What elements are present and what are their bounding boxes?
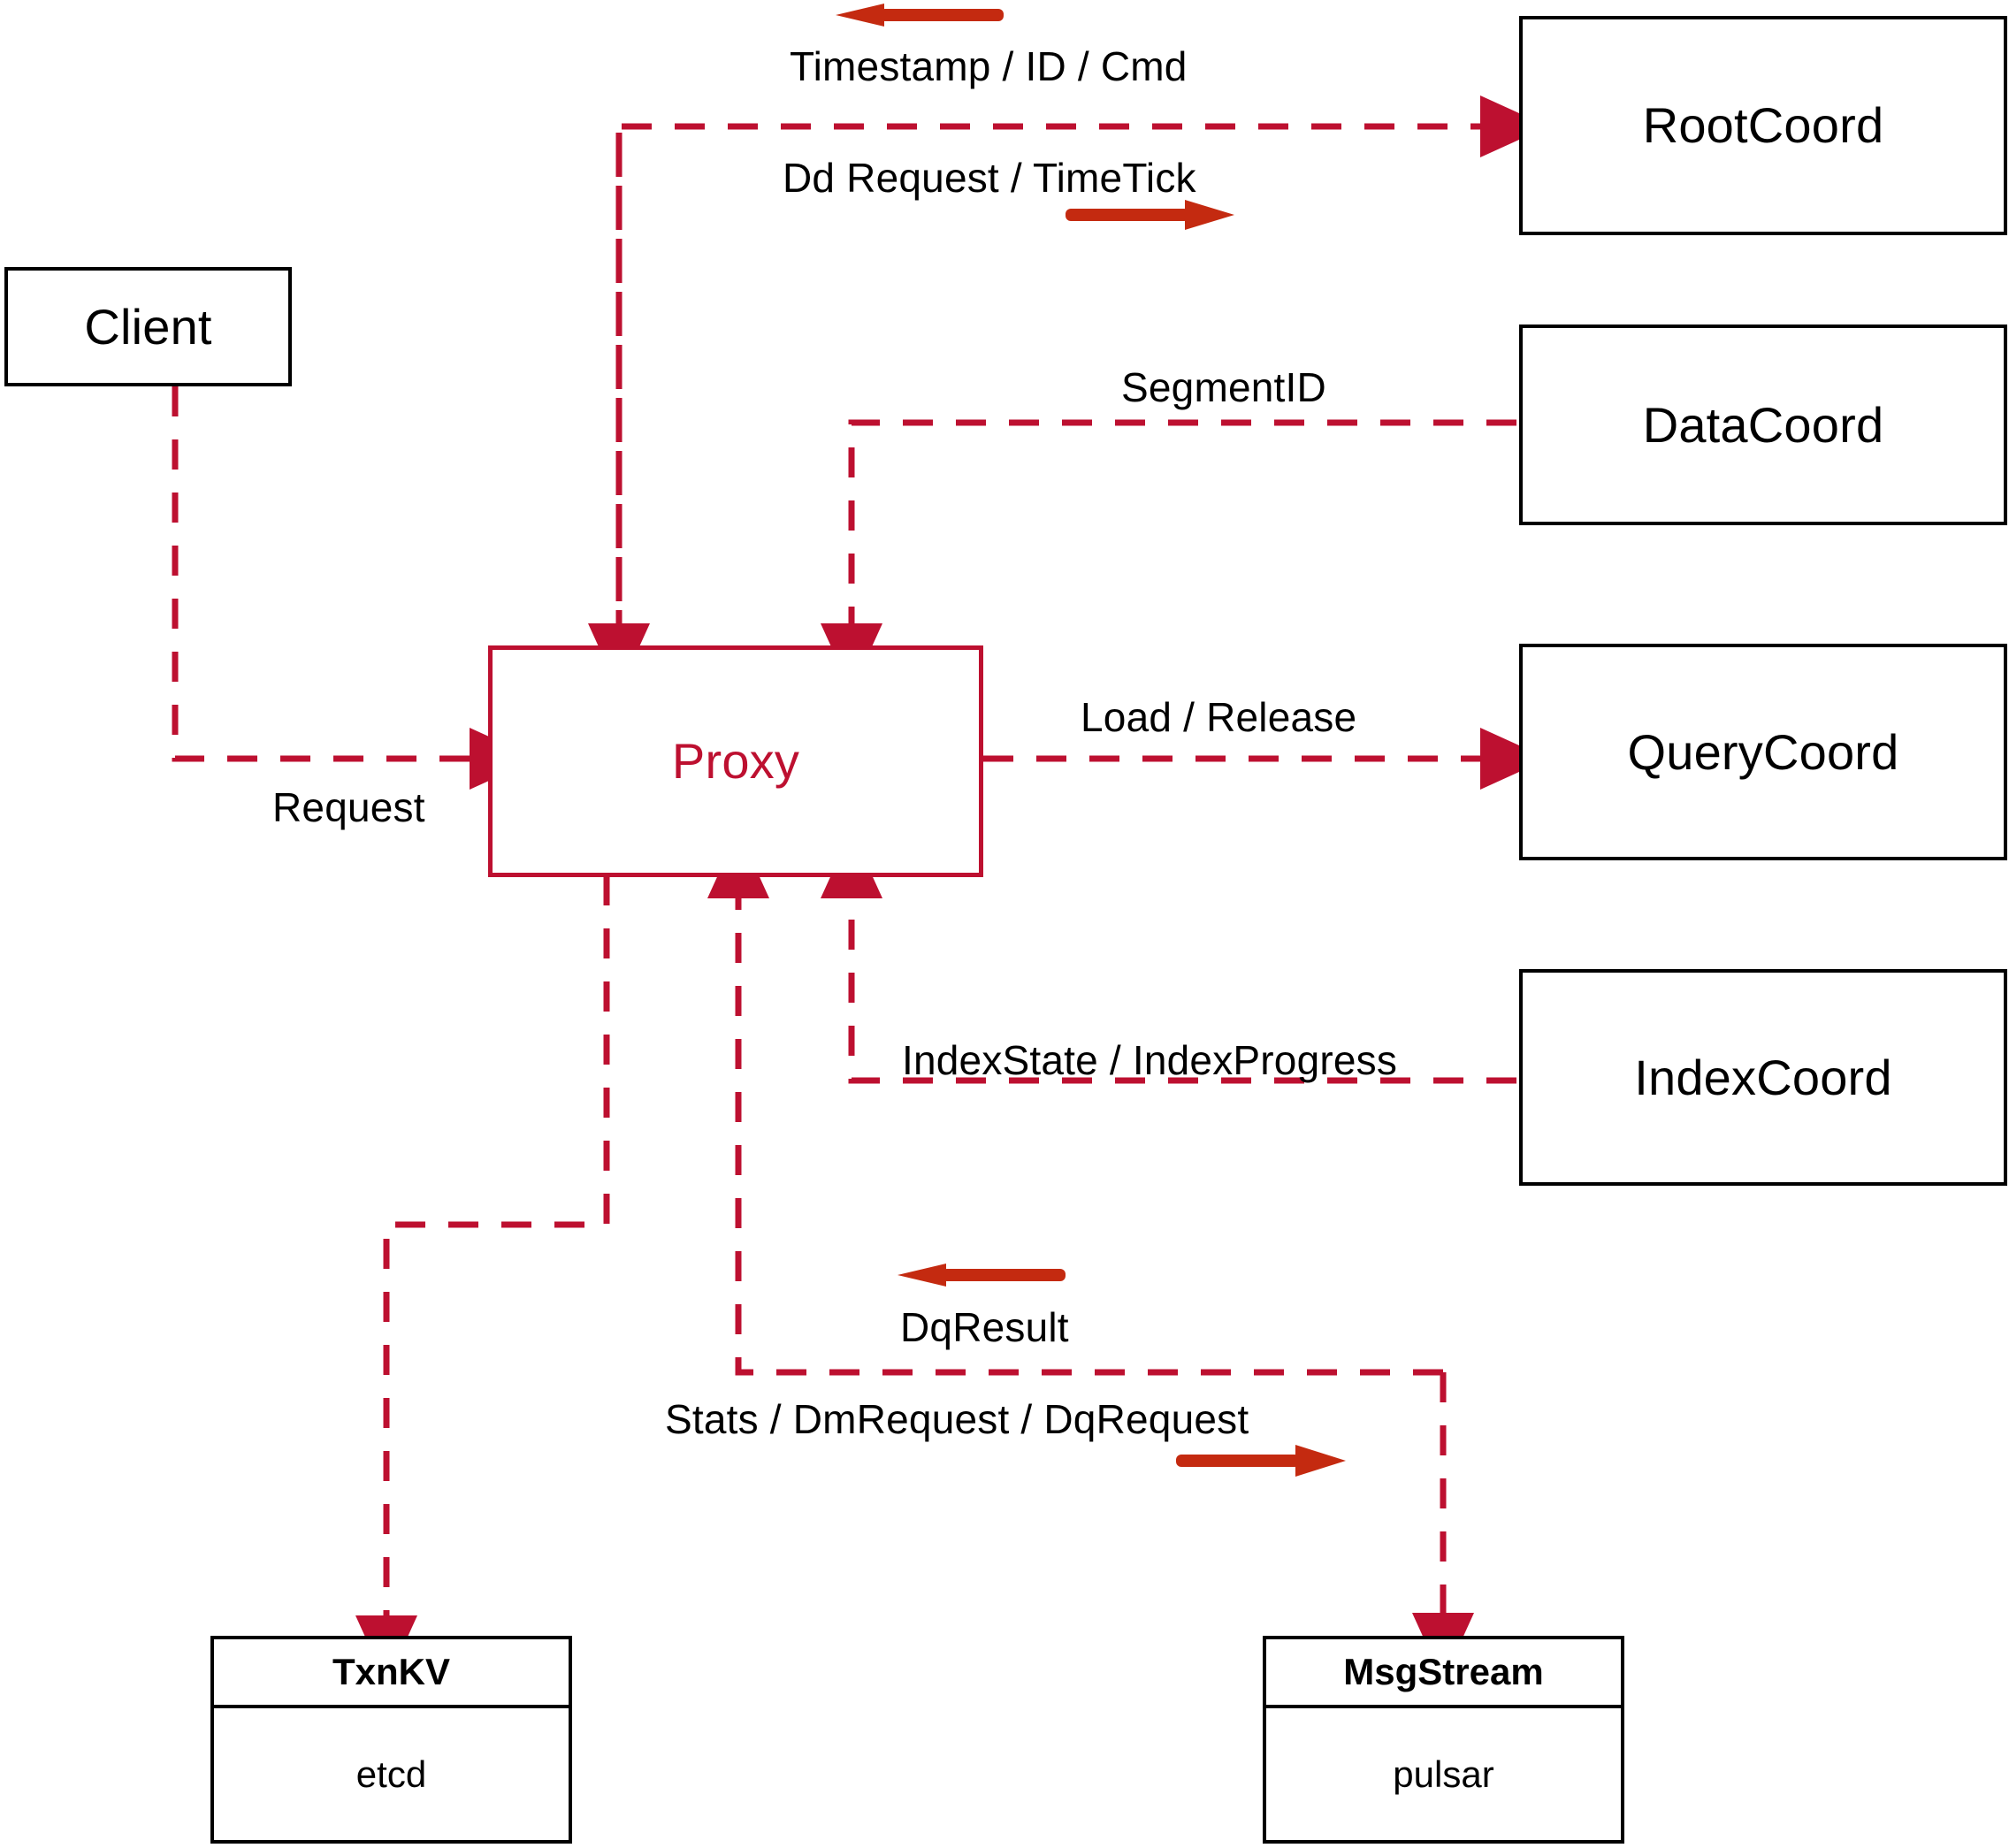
node-txnkv[interactable]: TxnKV etcd <box>210 1636 572 1844</box>
edge-msgstream-to-proxy <box>707 830 1443 1376</box>
timestamp-direction-arrow <box>836 4 1004 27</box>
dd-request-direction-arrow <box>1066 200 1234 230</box>
edge-label-dq-result: DqResult <box>900 1304 1069 1350</box>
edge-proxy-to-rootcoord <box>615 95 1548 654</box>
node-rootcoord-label: RootCoord <box>1642 97 1884 153</box>
edge-label-dd-request-timetick: Dd Request / TimeTick <box>783 155 1196 201</box>
node-client-label: Client <box>84 298 212 355</box>
node-txnkv-header: TxnKV <box>214 1639 569 1708</box>
node-indexcoord-label: IndexCoord <box>1634 1049 1892 1105</box>
dqrequest-direction-arrow <box>1176 1445 1346 1477</box>
edge-datacoord-to-proxy <box>821 419 1516 691</box>
node-client[interactable]: Client <box>4 267 292 386</box>
edge-label-request: Request <box>272 784 425 830</box>
node-datacoord-label: DataCoord <box>1642 396 1884 453</box>
node-msgstream-body: pulsar <box>1393 1753 1494 1795</box>
node-querycoord[interactable]: QueryCoord <box>1519 644 2007 860</box>
edge-label-timestamp-id-cmd: Timestamp / ID / Cmd <box>790 43 1188 89</box>
direction-arrow-group <box>836 4 1346 1477</box>
node-querycoord-label: QueryCoord <box>1627 723 1899 780</box>
edge-label-index-state-progress: IndexState / IndexProgress <box>902 1037 1398 1083</box>
node-proxy[interactable]: Proxy <box>488 645 983 877</box>
edge-label-load-release: Load / Release <box>1081 694 1357 740</box>
edge-proxy-to-txnkv <box>355 875 610 1684</box>
node-msgstream-header: MsgStream <box>1266 1639 1621 1708</box>
node-indexcoord[interactable]: IndexCoord <box>1519 969 2007 1186</box>
dqresult-direction-arrow <box>898 1264 1066 1287</box>
node-proxy-label: Proxy <box>671 733 800 789</box>
node-datacoord[interactable]: DataCoord <box>1519 325 2007 525</box>
edge-indexcoord-to-proxy <box>821 830 1516 1084</box>
edge-label-stats-dm-dq-request: Stats / DmRequest / DqRequest <box>665 1396 1249 1442</box>
edge-label-segment-id: SegmentID <box>1121 364 1326 410</box>
node-txnkv-body: etcd <box>355 1753 427 1795</box>
node-rootcoord[interactable]: RootCoord <box>1519 16 2007 235</box>
node-msgstream[interactable]: MsgStream pulsar <box>1263 1636 1624 1844</box>
edge-client-to-proxy <box>172 386 538 790</box>
